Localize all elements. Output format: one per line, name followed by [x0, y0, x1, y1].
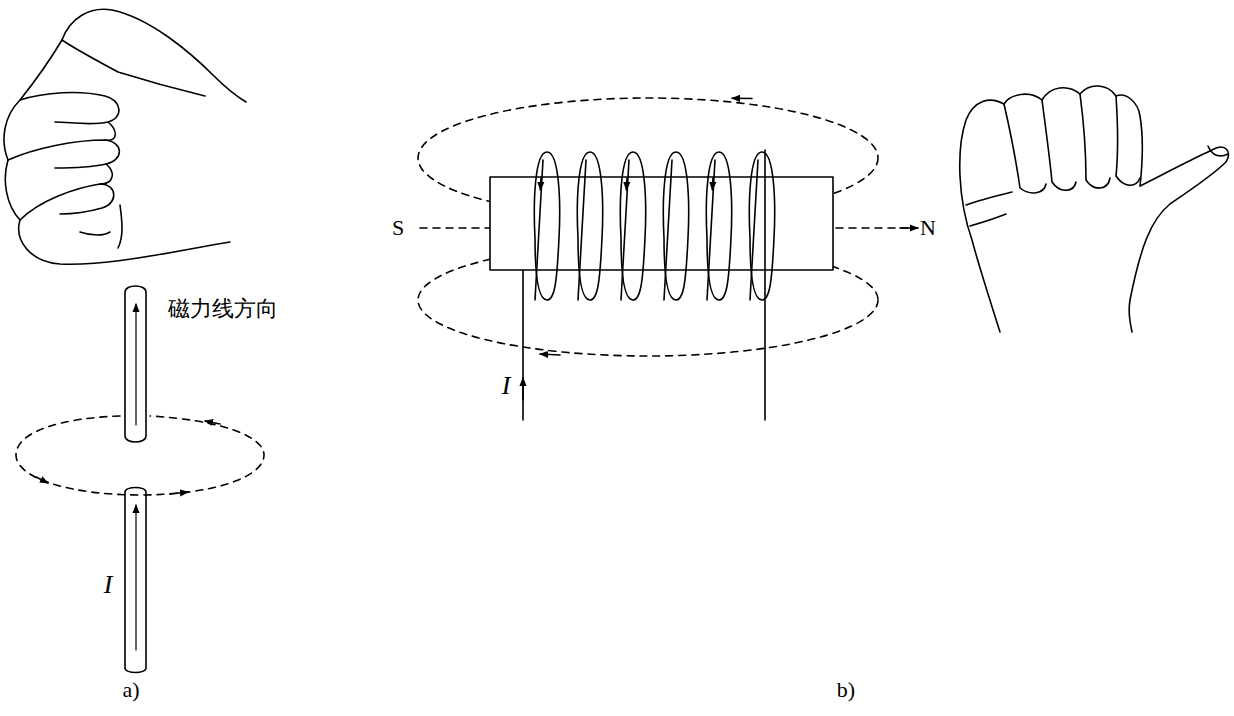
current-symbol: I [502, 373, 511, 399]
lead-wire [523, 150, 765, 420]
coil-front [578, 160, 586, 300]
coil-turn [749, 152, 774, 300]
current-arrow [626, 178, 628, 190]
current-arrow [712, 178, 714, 190]
figure-caption: a) [122, 679, 139, 701]
right-hand [4, 9, 246, 264]
direction-label: 磁力线方向 [168, 298, 278, 320]
field-arrow [36, 421, 220, 494]
pole-label: N [920, 217, 936, 239]
coil-front [707, 160, 715, 300]
coil-front [621, 160, 629, 300]
current-symbol: I [104, 572, 113, 598]
figure-caption: b) [837, 679, 855, 701]
current-arrow [540, 178, 542, 190]
coil-front [664, 160, 672, 300]
coil-turn [620, 152, 645, 300]
field-line [16, 416, 264, 495]
coil-turn [534, 152, 559, 300]
right-hand-fist [960, 86, 1229, 332]
coil-turn [577, 152, 602, 300]
straight-conductor [125, 286, 146, 673]
coil-turn [706, 152, 731, 300]
coil-front [750, 160, 758, 300]
coil-turn [663, 152, 688, 300]
pole-label: S [392, 217, 404, 239]
coil-front [535, 160, 543, 300]
field-line [418, 98, 912, 356]
coil-winding [534, 152, 774, 300]
